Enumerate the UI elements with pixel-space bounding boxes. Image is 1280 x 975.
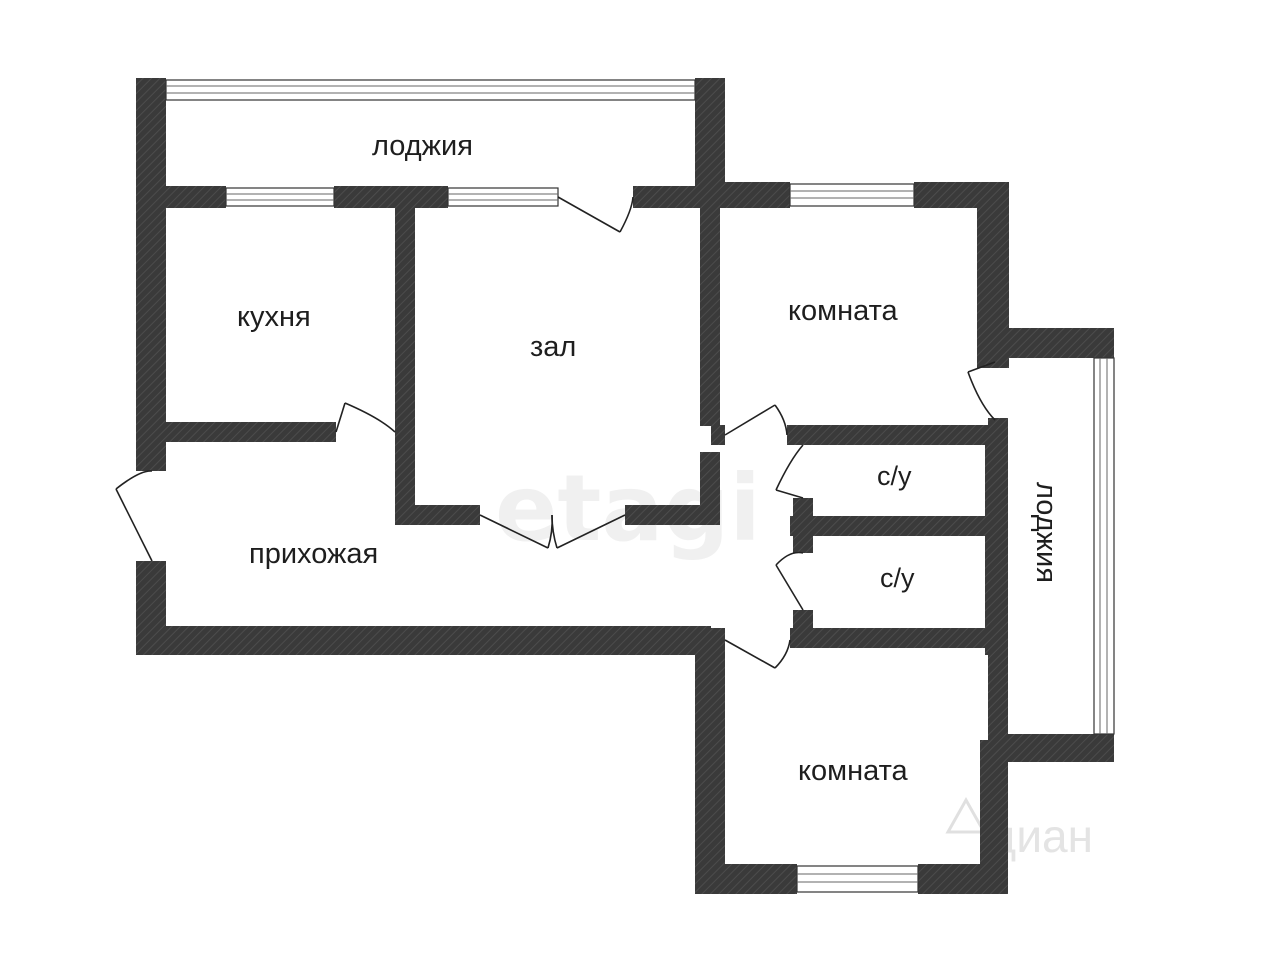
label-room-top: комната [788,295,899,327]
window-loggia-top [165,79,696,101]
window-room-bottom [796,865,919,893]
wall-segment [711,425,725,445]
label-bath1: с/у [877,461,912,491]
wall-left-upper [136,78,166,471]
wall-segment [1095,328,1114,358]
label-loggia-top: лоджия [372,130,473,162]
label-room-bottom: комната [798,755,909,787]
label-corridor: прихожая [249,538,378,570]
wall-loggia-bottom [988,734,1114,762]
wall-segment [793,610,813,630]
wall-kitchen-bottom [166,422,336,442]
wall-hall-bottom [625,505,717,525]
wall-bottom-left [695,628,725,894]
door-bath1 [775,444,804,499]
door-hall-loggia [557,196,634,233]
wall-segment [793,535,813,553]
wall-segment [136,186,226,208]
label-kitchen: кухня [237,301,311,333]
doors [115,196,996,669]
wall-segment [793,498,813,518]
wall-bath-top [787,425,1002,445]
door-room-bottom [724,639,791,669]
wall-bottom-right [980,740,1008,894]
door-bath2 [775,551,804,611]
label-loggia-right: лоджия [1030,482,1062,583]
door-loggia-right [967,361,996,421]
wall-kitchen-hall [395,206,415,524]
door-hall-double [479,514,626,549]
door-kitchen [335,402,396,433]
wall-bath-right [985,425,1005,655]
window-kitchen [225,187,335,207]
wall-segment [700,452,720,525]
wall-bath-bottom [790,628,1002,648]
label-bath2: с/у [880,563,915,593]
wall-segment [334,186,448,208]
wall-hall-room [700,206,720,426]
wall-bath-middle [790,516,1002,536]
windows [165,79,1115,893]
wall-corridor-bottom [136,626,711,655]
wall-segment [985,345,1005,365]
window-loggia-right [1093,357,1115,735]
walls [136,78,1114,894]
wall-hall-bottom [395,505,480,525]
wall-segment [695,864,797,894]
door-entrance [115,470,153,562]
cian-watermark: циан [945,796,1093,862]
wall-segment [695,182,790,208]
window-room-top [789,183,915,207]
label-hall: зал [530,331,576,363]
window-hall [447,187,559,207]
door-room-top [724,404,788,436]
